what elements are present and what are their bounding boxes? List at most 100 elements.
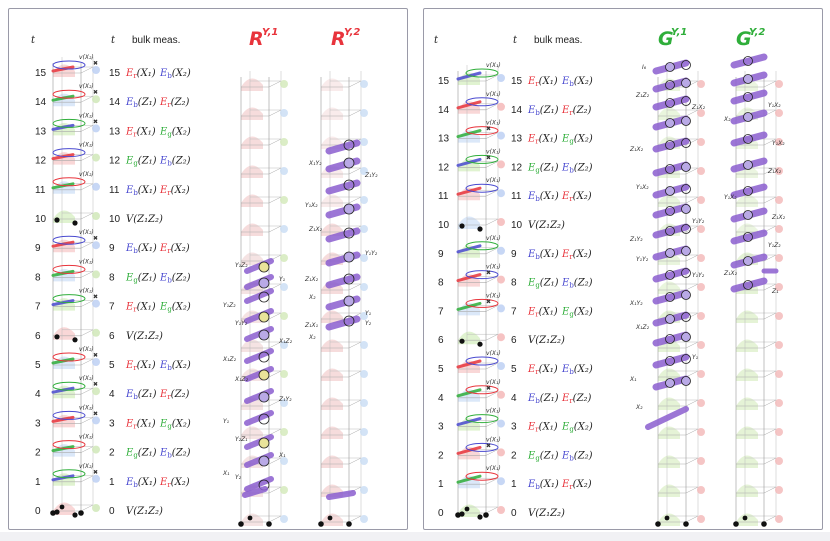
grid-line bbox=[485, 247, 499, 255]
side-dot bbox=[280, 283, 288, 291]
grid-line bbox=[268, 167, 282, 175]
r1-annotation-10: X₁ bbox=[278, 452, 286, 459]
left-measurement-7-0: Er(X₁) bbox=[125, 302, 156, 314]
right-meas-index-10: 10 bbox=[511, 220, 523, 231]
operator-rod bbox=[456, 129, 482, 139]
operator-loop bbox=[465, 68, 499, 78]
operator-rod bbox=[730, 229, 768, 245]
right-small-label-4: v(X₁) bbox=[486, 379, 501, 386]
right-bulk-label: bulk meas. bbox=[534, 35, 582, 46]
side-dot bbox=[697, 486, 705, 494]
r1-annotation-2: Y₁Z₂ bbox=[223, 302, 236, 309]
g1-annotation-4: Y₁Y₂ bbox=[692, 218, 705, 225]
side-dot bbox=[697, 515, 705, 523]
side-dot bbox=[92, 387, 100, 396]
face-shape bbox=[321, 107, 343, 120]
left-measurement-11-0: Eb(X₁) bbox=[125, 185, 157, 197]
face-shape bbox=[241, 136, 263, 149]
side-dot bbox=[280, 138, 288, 146]
left-t-number-10: 10 bbox=[35, 214, 47, 225]
left-t-number-15: 15 bbox=[35, 68, 47, 79]
right-meas-index-4: 4 bbox=[511, 393, 517, 404]
left-meas-index-1: 1 bbox=[109, 477, 115, 488]
r1-annotation-0: Y₁Z₂ bbox=[235, 262, 248, 269]
right-small-label-14: v(X₁) bbox=[486, 91, 501, 98]
right-small-label-11: v(X₁) bbox=[486, 177, 501, 184]
grid-line bbox=[80, 504, 94, 512]
face-shape bbox=[241, 252, 263, 265]
side-dot bbox=[360, 428, 368, 436]
right-small-label-8: v(X₁) bbox=[486, 264, 501, 271]
left-measurement-2-1: Eb(Z₂) bbox=[159, 448, 191, 460]
cross-mark-1: ✖ bbox=[93, 469, 98, 476]
cross-mark-5: ✖ bbox=[93, 352, 98, 359]
side-dot bbox=[280, 515, 288, 523]
grid-line bbox=[685, 370, 699, 378]
grid-line bbox=[763, 486, 777, 494]
side-dot bbox=[360, 138, 368, 146]
operator-rod bbox=[730, 89, 768, 105]
cross-mark-15: ✖ bbox=[93, 60, 98, 67]
vertex-dot bbox=[238, 521, 244, 527]
side-dot bbox=[697, 312, 705, 320]
cross-mark-2: ✖ bbox=[486, 442, 491, 449]
side-dot bbox=[775, 283, 783, 291]
operator-ring bbox=[343, 203, 355, 215]
grid-line bbox=[80, 271, 94, 278]
operator-rod bbox=[456, 417, 482, 427]
side-dot bbox=[360, 312, 368, 320]
grid-line bbox=[685, 167, 699, 175]
r1-annotation-4: X₁Z₂ bbox=[278, 338, 293, 345]
grid-line bbox=[485, 161, 499, 168]
face-shape bbox=[658, 194, 680, 207]
grid-line bbox=[80, 358, 94, 366]
left-measurement-5-1: Eb(X₂) bbox=[159, 360, 191, 372]
g1-corner-label: I₆ bbox=[642, 64, 647, 71]
side-dot bbox=[697, 428, 705, 436]
side-dot bbox=[92, 299, 100, 308]
operator-loop bbox=[465, 126, 499, 136]
r2-annotation-0: X₁Y₂ bbox=[308, 160, 322, 167]
right-t-number-6: 6 bbox=[438, 335, 444, 346]
right-t-number-3: 3 bbox=[438, 422, 444, 433]
side-dot bbox=[697, 80, 705, 88]
face-shape bbox=[736, 426, 758, 439]
side-dot bbox=[280, 457, 288, 465]
grid-line bbox=[763, 399, 777, 407]
grid-line bbox=[485, 506, 499, 514]
operator-ring bbox=[665, 270, 675, 280]
grid-line bbox=[763, 312, 777, 320]
right-t-number-10: 10 bbox=[438, 220, 450, 231]
right-measurement-2-0: Eg(Z₁) bbox=[527, 450, 559, 462]
grid-line bbox=[80, 387, 94, 395]
grid-line bbox=[763, 254, 777, 262]
grid-line bbox=[80, 475, 94, 483]
side-dot bbox=[497, 160, 505, 169]
operator-rod bbox=[325, 273, 361, 289]
vertex-dot bbox=[78, 510, 84, 516]
operator-ring bbox=[343, 251, 355, 263]
side-dot bbox=[775, 399, 783, 407]
left-t-number-8: 8 bbox=[35, 272, 41, 283]
operator-ring bbox=[681, 224, 691, 234]
side-dot bbox=[775, 312, 783, 320]
grid-line bbox=[685, 225, 699, 233]
grid-line bbox=[348, 109, 362, 117]
grid-line bbox=[268, 341, 282, 349]
right-t-number-1: 1 bbox=[438, 479, 444, 490]
vertex-dot bbox=[72, 512, 78, 518]
left-history-stack: v(X₂)v(X₂)v(X₂)v(X₂)v(X₂)v(X₂)v(X₂)v(X₂)… bbox=[50, 54, 100, 518]
g2-annotation-1: X₂ bbox=[723, 116, 731, 123]
grid-line bbox=[80, 95, 94, 103]
left-t-number-2: 2 bbox=[35, 448, 41, 459]
left-t-number-9: 9 bbox=[35, 243, 41, 254]
vertex-dot bbox=[54, 334, 60, 340]
side-dot bbox=[775, 515, 783, 523]
side-dot bbox=[360, 167, 368, 175]
face-shape bbox=[658, 484, 680, 497]
side-dot bbox=[92, 328, 100, 337]
title-g-y1-main: G bbox=[658, 28, 674, 50]
grid-line bbox=[485, 449, 499, 456]
grid-line bbox=[763, 515, 777, 523]
g1-annotation-8: X₁Y₂ bbox=[629, 300, 643, 307]
